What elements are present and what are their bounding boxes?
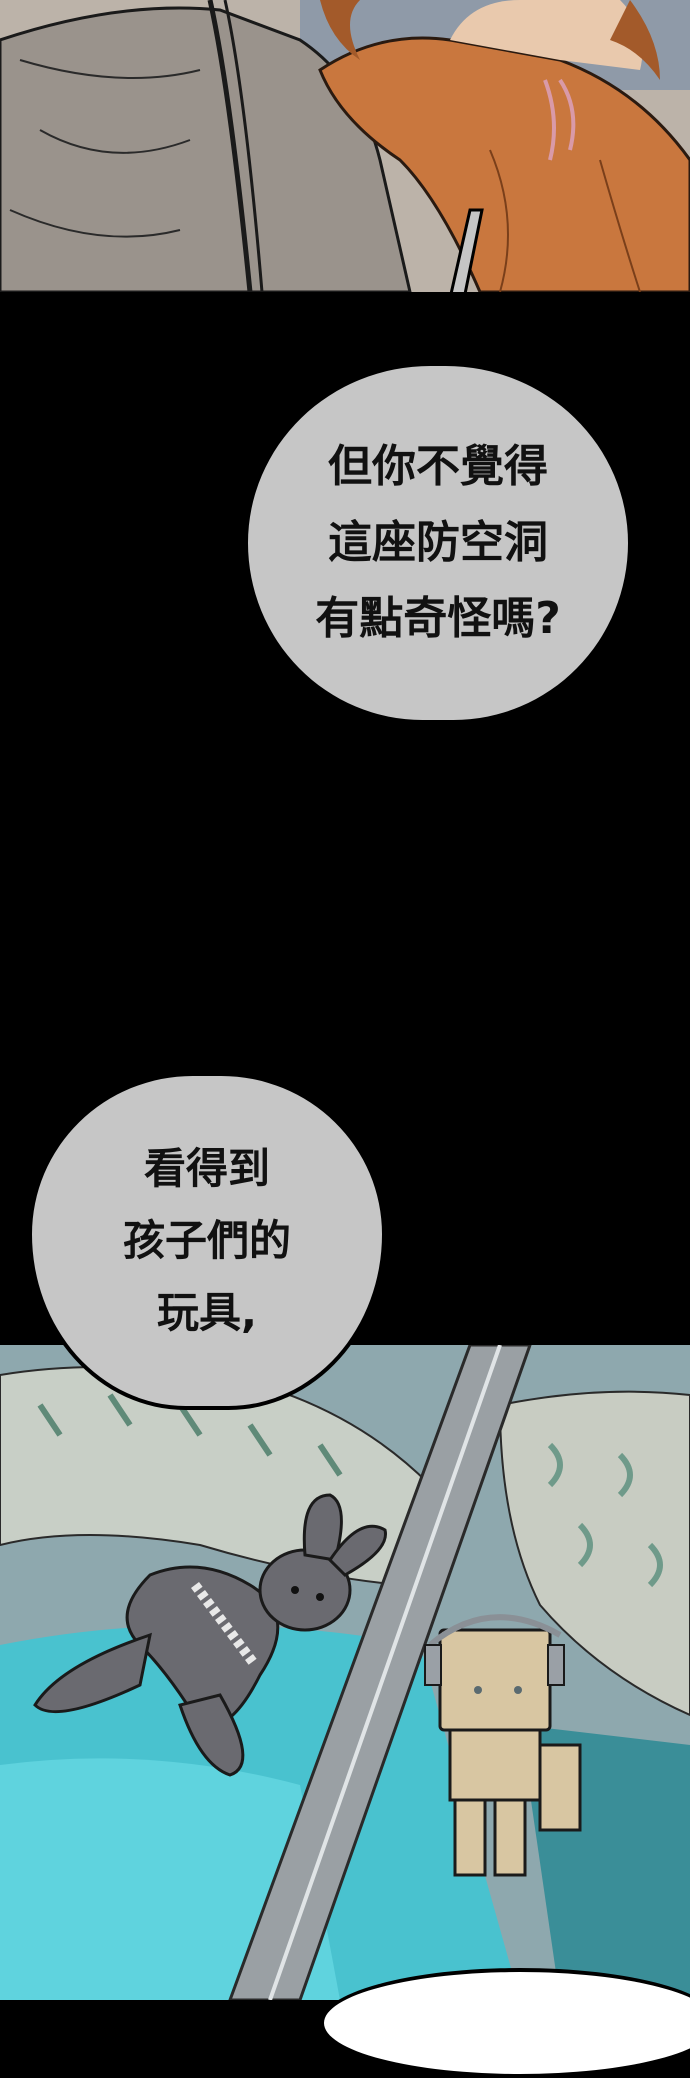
speech-bubble-1: 但你不覺得 這座防空洞 有點奇怪嗎? (244, 362, 632, 724)
top-illustration-panel (0, 0, 690, 292)
speech-bubble-3 (320, 1968, 690, 2078)
top-illustration (0, 0, 690, 292)
bottom-illustration-panel (0, 1345, 690, 2000)
bottom-illustration (0, 1345, 690, 2000)
speech-bubble-2: 看得到 孩子們的 玩具, (28, 1072, 386, 1410)
